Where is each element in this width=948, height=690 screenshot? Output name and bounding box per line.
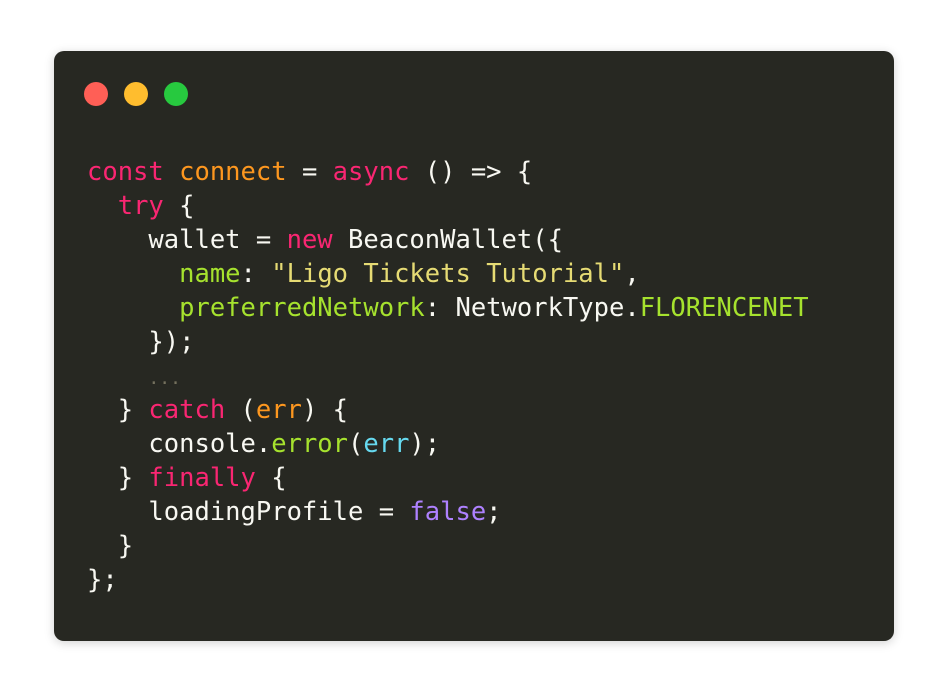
code-block: const connect = async () => { try { wall… <box>87 155 809 597</box>
code-token-property: FLORENCENET <box>639 293 809 323</box>
code-token-param: err <box>255 395 302 425</box>
code-token-plain <box>164 157 179 187</box>
code-line: preferredNetwork: NetworkType.FLORENCENE… <box>87 291 809 325</box>
code-token-plain: BeaconWallet({ <box>332 225 563 255</box>
code-token-plain: loadingProfile = <box>87 497 410 527</box>
code-token-plain: = <box>286 157 333 187</box>
code-token-string: "Ligo Tickets Tutorial" <box>271 259 625 289</box>
code-token-plain <box>87 191 118 221</box>
code-token-comment: ... <box>148 368 181 389</box>
code-line: }; <box>87 563 809 597</box>
code-token-plain: { <box>255 463 287 493</box>
close-button[interactable] <box>84 82 108 106</box>
code-token-plain: : <box>240 259 272 289</box>
code-token-plain: }); <box>87 327 195 357</box>
code-token-keyword: catch <box>148 395 226 425</box>
code-token-keyword: finally <box>148 463 256 493</box>
minimize-button[interactable] <box>124 82 148 106</box>
code-window: const connect = async () => { try { wall… <box>54 51 894 641</box>
code-token-constant: false <box>409 497 487 527</box>
code-token-function: connect <box>179 157 287 187</box>
code-line: } finally { <box>87 461 809 495</box>
code-token-plain: wallet = <box>87 225 287 255</box>
code-token-keyword: async <box>332 157 410 187</box>
code-token-plain: } <box>87 531 134 561</box>
code-token-plain: ) { <box>301 395 349 425</box>
code-token-plain: } <box>87 463 149 493</box>
code-token-plain: { <box>163 191 195 221</box>
code-token-plain: ( <box>348 429 364 459</box>
code-token-plain: ( <box>225 395 256 425</box>
code-line: console.error(err); <box>87 427 809 461</box>
code-token-property: name <box>179 259 241 289</box>
code-line: name: "Ligo Tickets Tutorial", <box>87 257 809 291</box>
code-token-plain: console. <box>87 429 272 459</box>
code-line: loadingProfile = false; <box>87 495 809 529</box>
code-token-plain: () => { <box>409 157 533 187</box>
code-token-property: preferredNetwork <box>179 293 425 323</box>
code-token-plain: ); <box>409 429 441 459</box>
code-token-builtin: err <box>363 429 410 459</box>
code-line: wallet = new BeaconWallet({ <box>87 223 809 257</box>
code-token-plain: ; <box>486 497 502 527</box>
code-line: ... <box>87 359 809 393</box>
code-token-plain <box>87 293 179 323</box>
code-line: } catch (err) { <box>87 393 809 427</box>
code-token-plain <box>87 259 179 289</box>
code-token-keyword: new <box>286 225 333 255</box>
code-token-property: error <box>271 429 348 459</box>
code-token-keyword: const <box>87 157 164 187</box>
code-token-plain: } <box>87 395 149 425</box>
code-token-plain: : NetworkType. <box>424 293 640 323</box>
code-line: } <box>87 529 809 563</box>
window-titlebar <box>54 51 894 131</box>
code-line: try { <box>87 189 809 223</box>
code-line: const connect = async () => { <box>87 155 809 189</box>
code-token-plain: }; <box>87 565 118 595</box>
code-token-keyword: try <box>117 191 164 221</box>
code-line: }); <box>87 325 809 359</box>
code-token-plain <box>87 361 148 391</box>
maximize-button[interactable] <box>164 82 188 106</box>
code-token-plain: , <box>624 259 640 289</box>
